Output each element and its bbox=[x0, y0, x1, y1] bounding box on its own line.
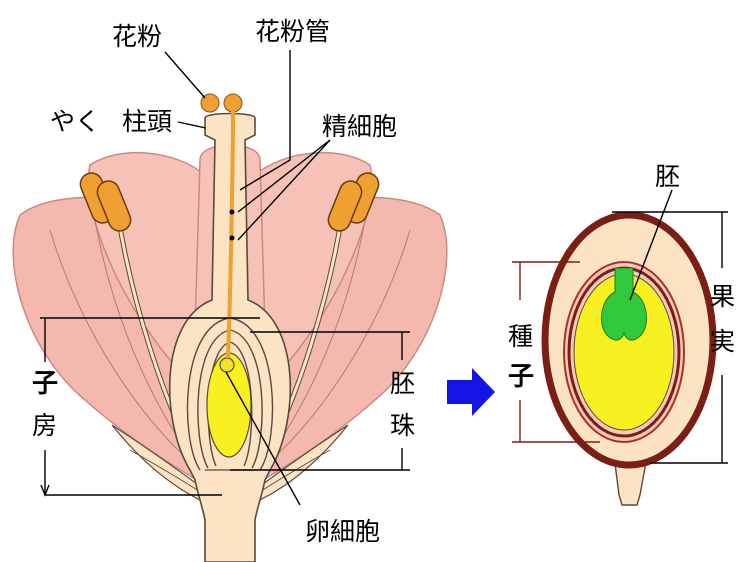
transition-arrow bbox=[447, 368, 495, 416]
sperm-cell-1 bbox=[230, 210, 235, 215]
label-ovule-2: 珠 bbox=[390, 411, 415, 440]
flower-diagram: 花粉 花粉管 やく 柱頭 精細胞 子 房 胚 珠 卵細胞 bbox=[13, 17, 447, 562]
fruit-diagram: 胚 種 子 果 実 bbox=[508, 162, 735, 505]
label-pollen: 花粉 bbox=[112, 22, 162, 51]
sperm-cell-2 bbox=[230, 236, 235, 241]
label-sperm-cell: 精細胞 bbox=[322, 112, 397, 141]
label-fruit-2: 実 bbox=[710, 327, 735, 356]
label-ovary-1: 子 bbox=[32, 369, 58, 399]
label-pollen-tube: 花粉管 bbox=[255, 17, 330, 46]
label-fruit-1: 果 bbox=[710, 282, 735, 311]
label-stigma: 柱頭 bbox=[122, 107, 172, 136]
label-ovule-1: 胚 bbox=[390, 369, 415, 398]
pollen-grain-right bbox=[224, 94, 242, 112]
egg-cell bbox=[220, 358, 234, 372]
label-embryo: 胚 bbox=[655, 162, 680, 191]
label-seed-1: 種 bbox=[508, 322, 533, 351]
label-anther: やく bbox=[50, 107, 100, 136]
label-seed-2: 子 bbox=[508, 362, 534, 392]
label-egg-cell: 卵細胞 bbox=[305, 517, 380, 546]
label-ovary-2: 房 bbox=[32, 411, 57, 440]
